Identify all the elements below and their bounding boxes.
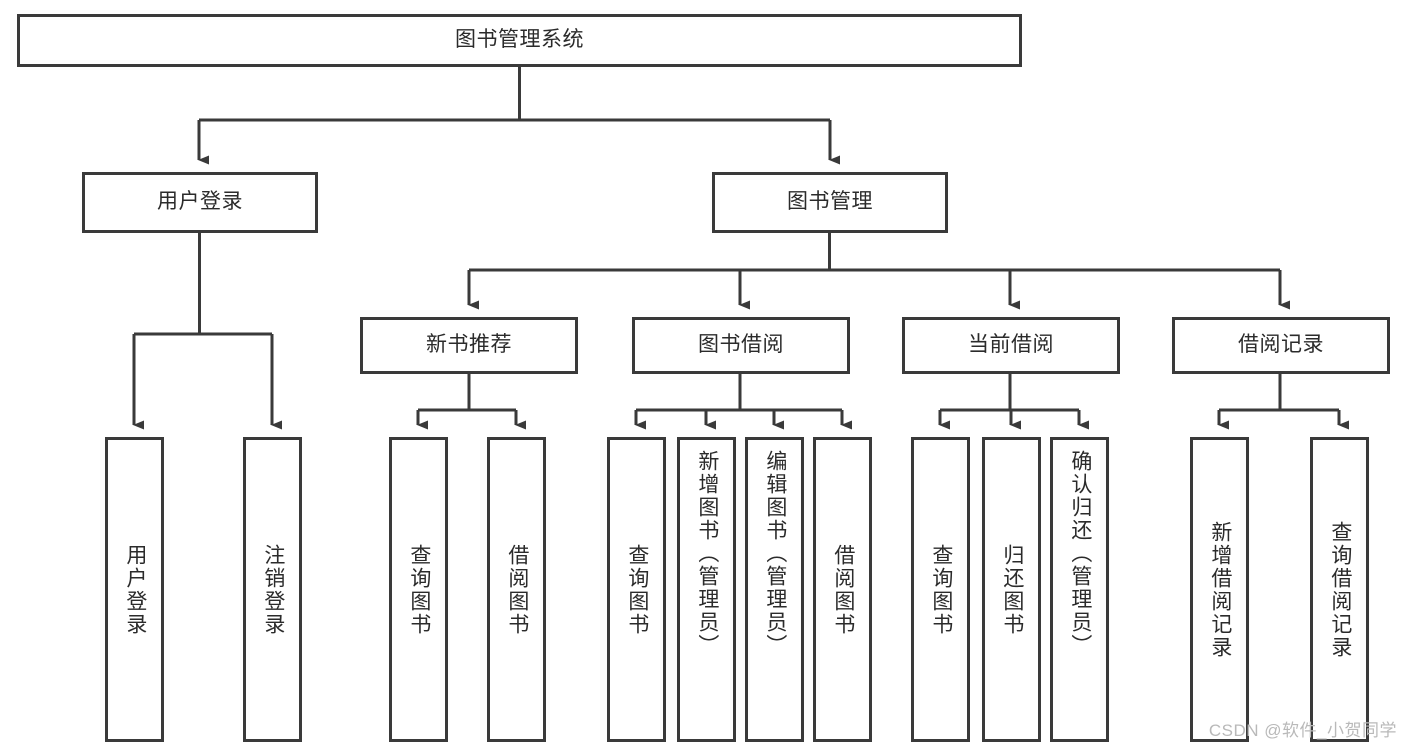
node-user-login[interactable]: 用户登录 bbox=[82, 172, 318, 233]
node-label: 借阅记录 bbox=[1238, 333, 1324, 357]
connectors bbox=[132, 67, 1349, 430]
node-label: 确认归还（管理员） bbox=[1068, 450, 1092, 657]
node-leaf-borrow-book-recommend[interactable]: 借阅图书 bbox=[487, 437, 546, 742]
node-label: 查询图书 bbox=[625, 543, 649, 636]
node-label: 用户登录 bbox=[157, 190, 243, 214]
node-leaf-query-book-recommend[interactable]: 查询图书 bbox=[389, 437, 448, 742]
node-leaf-query-borrow-record[interactable]: 查询借阅记录 bbox=[1310, 437, 1369, 742]
node-borrow-record[interactable]: 借阅记录 bbox=[1172, 317, 1390, 374]
node-leaf-user-login[interactable]: 用户登录 bbox=[105, 437, 164, 742]
node-label: 新增图书（管理员） bbox=[695, 450, 719, 657]
node-label: 新增借阅记录 bbox=[1208, 520, 1232, 659]
node-leaf-confirm-return[interactable]: 确认归还（管理员） bbox=[1050, 437, 1109, 742]
node-current-borrow[interactable]: 当前借阅 bbox=[902, 317, 1120, 374]
node-label: 编辑图书（管理员） bbox=[763, 450, 787, 657]
node-leaf-add-book[interactable]: 新增图书（管理员） bbox=[677, 437, 736, 742]
node-new-book-recommend[interactable]: 新书推荐 bbox=[360, 317, 578, 374]
node-book-manage[interactable]: 图书管理 bbox=[712, 172, 948, 233]
node-label: 新书推荐 bbox=[426, 333, 512, 357]
node-leaf-query-book-current[interactable]: 查询图书 bbox=[911, 437, 970, 742]
node-leaf-edit-book[interactable]: 编辑图书（管理员） bbox=[745, 437, 804, 742]
node-leaf-logout-login[interactable]: 注销登录 bbox=[243, 437, 302, 742]
node-leaf-query-book-borrow[interactable]: 查询图书 bbox=[607, 437, 666, 742]
node-label: 查询图书 bbox=[407, 543, 431, 636]
node-label: 用户登录 bbox=[123, 543, 147, 636]
node-book-borrow[interactable]: 图书借阅 bbox=[632, 317, 850, 374]
watermark: CSDN @软件_小贺同学 bbox=[1208, 721, 1397, 740]
node-leaf-return-book[interactable]: 归还图书 bbox=[982, 437, 1041, 742]
node-label: 借阅图书 bbox=[505, 543, 529, 636]
node-label: 图书管理系统 bbox=[455, 28, 584, 52]
node-label: 查询图书 bbox=[929, 543, 953, 636]
node-label: 图书借阅 bbox=[698, 333, 784, 357]
node-leaf-borrow-book[interactable]: 借阅图书 bbox=[813, 437, 872, 742]
node-root-system[interactable]: 图书管理系统 bbox=[17, 14, 1022, 67]
node-label: 借阅图书 bbox=[831, 543, 855, 636]
node-label: 图书管理 bbox=[787, 190, 873, 214]
node-label: 当前借阅 bbox=[968, 333, 1054, 357]
node-leaf-add-borrow-record[interactable]: 新增借阅记录 bbox=[1190, 437, 1249, 742]
node-label: 归还图书 bbox=[1000, 543, 1024, 636]
node-label: 注销登录 bbox=[261, 543, 285, 636]
node-label: 查询借阅记录 bbox=[1328, 520, 1352, 659]
